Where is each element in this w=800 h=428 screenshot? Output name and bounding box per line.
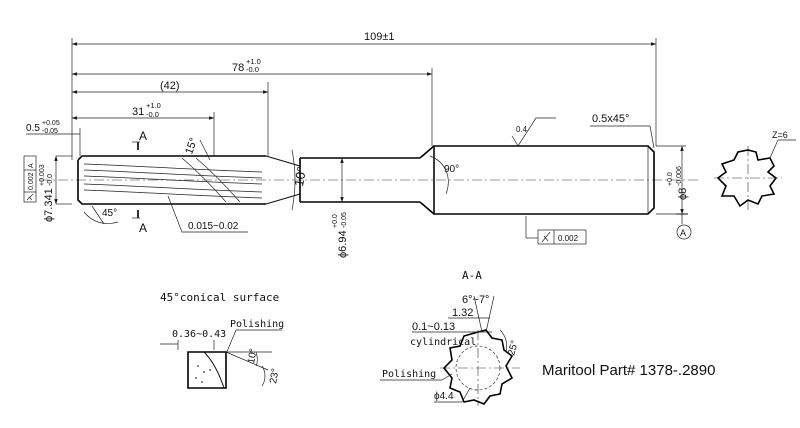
core-dia-label: ϕ4.4 — [434, 391, 454, 402]
roughness-symbol — [511, 117, 556, 147]
margin-range-label: 0.015~0.02 — [188, 221, 239, 232]
cylindrical-land-label: 0.1~0.13 — [412, 321, 455, 333]
section-title: A-A — [462, 269, 482, 282]
end-view-profile — [716, 149, 778, 208]
shank-chamfer-label: 0.5x45° — [592, 113, 629, 125]
shank-dia-base: ϕ8 — [677, 188, 689, 200]
conical-angle1: 10° — [246, 348, 259, 365]
head-angle-annotations: 15° 10° 45° 90° — [83, 136, 459, 225]
section-mark-top: A — [139, 129, 147, 143]
neck-dia-base: ϕ6.94 — [337, 230, 349, 258]
len78-tol-upper: +1.0 — [246, 57, 261, 66]
runout-bottom-symbol — [541, 231, 551, 243]
cylindrical-label: cylindrical — [410, 337, 476, 348]
tool-side-view — [40, 145, 700, 215]
lead-angle-label: 45° — [102, 208, 117, 219]
end-view: Z=6 — [714, 130, 796, 212]
chamfer-tol-upper: +0.05 — [42, 120, 60, 127]
section-cut-marks: A A — [132, 129, 147, 235]
shoulder-angle-label: 90° — [444, 164, 459, 175]
length-dimensions: 109±1 78 +1.0 -0.0 (42) 31 +1.0 -0.0 0.5… — [26, 31, 657, 160]
shank-diameter-dim: ϕ8 +0.0 -0.006 A — [656, 145, 692, 240]
section-profile — [442, 329, 514, 405]
conical-profile — [187, 351, 227, 389]
rake-angle-label: 6°~7° — [462, 294, 489, 306]
cut-dia-tol-upper: +0.003 — [39, 164, 46, 186]
len78-tol-lower: -0.0 — [246, 65, 259, 74]
clearance-angle-label: 25° — [506, 339, 521, 356]
runout-left-datum: A — [28, 163, 35, 168]
conical-title: 45°conical surface — [160, 291, 279, 304]
neck-diameter-dim: ϕ6.94 +0.0 -0.05 — [332, 158, 349, 258]
overall-length-label: 109±1 — [364, 31, 395, 43]
len42-label: (42) — [160, 80, 180, 92]
flutes — [83, 157, 263, 203]
len31-base: 31 — [132, 106, 144, 118]
shoulder-outline — [419, 145, 435, 215]
len31-tol-upper: +1.0 — [146, 101, 161, 110]
datum-label: A — [680, 228, 686, 238]
shank-dia-tol-lower: -0.006 — [676, 166, 683, 186]
land-width-label: 1.32 — [452, 307, 473, 319]
section-aa: A-A 6°~7° 1.32 0.1~0.13 cylindrical 25° … — [380, 269, 521, 406]
conical-detail: 45°conical surface 0.36~0.43 10° 23° Pol… — [160, 291, 284, 389]
chamfer-tol-lower: -0.05 — [42, 128, 58, 135]
chamfer-base: 0.5 — [26, 123, 40, 134]
shank-dia-tol-upper: +0.0 — [667, 172, 674, 186]
neck-dia-tol-upper: +0.0 — [332, 214, 339, 228]
shank-annotations: 0.5x45° 0.4 — [511, 113, 655, 149]
margin-annotation: 0.015~0.02 — [167, 195, 248, 233]
conical-dots — [195, 365, 211, 383]
runout-left-symbol — [26, 193, 34, 201]
part-number: Maritool Part# 1378-.2890 — [542, 362, 715, 379]
runout-bottom-value: 0.002 — [558, 234, 579, 243]
conical-angle2: 23° — [268, 368, 281, 385]
runout-frame-bottom: 0.002 — [525, 216, 587, 245]
len31-tol-lower: -0.0 — [146, 110, 159, 119]
runout-left-value: 0.002 — [28, 172, 35, 190]
cutting-head-outline — [77, 155, 266, 205]
section-mark-bottom: A — [139, 221, 147, 235]
cut-dia-tol-lower: -0.0 — [47, 174, 54, 186]
flutes-label: Z=6 — [772, 130, 788, 140]
roughness-value: 0.4 — [516, 125, 528, 134]
section-polishing-label: Polishing — [382, 369, 436, 380]
len78-base: 78 — [232, 62, 244, 74]
cut-diameter-dim: ϕ7.341 +0.003 -0.0 0.002 A — [23, 155, 72, 222]
cut-dia-base: ϕ7.341 — [43, 188, 55, 222]
conical-polishing: Polishing — [230, 319, 284, 330]
helix-angle-label: 15° — [183, 136, 200, 156]
neck-outline — [299, 157, 420, 203]
neck-dia-tol-lower: -0.05 — [341, 212, 348, 228]
conical-width-label: 0.36~0.43 — [172, 329, 226, 340]
taper-angle-label: 10° — [291, 165, 309, 187]
